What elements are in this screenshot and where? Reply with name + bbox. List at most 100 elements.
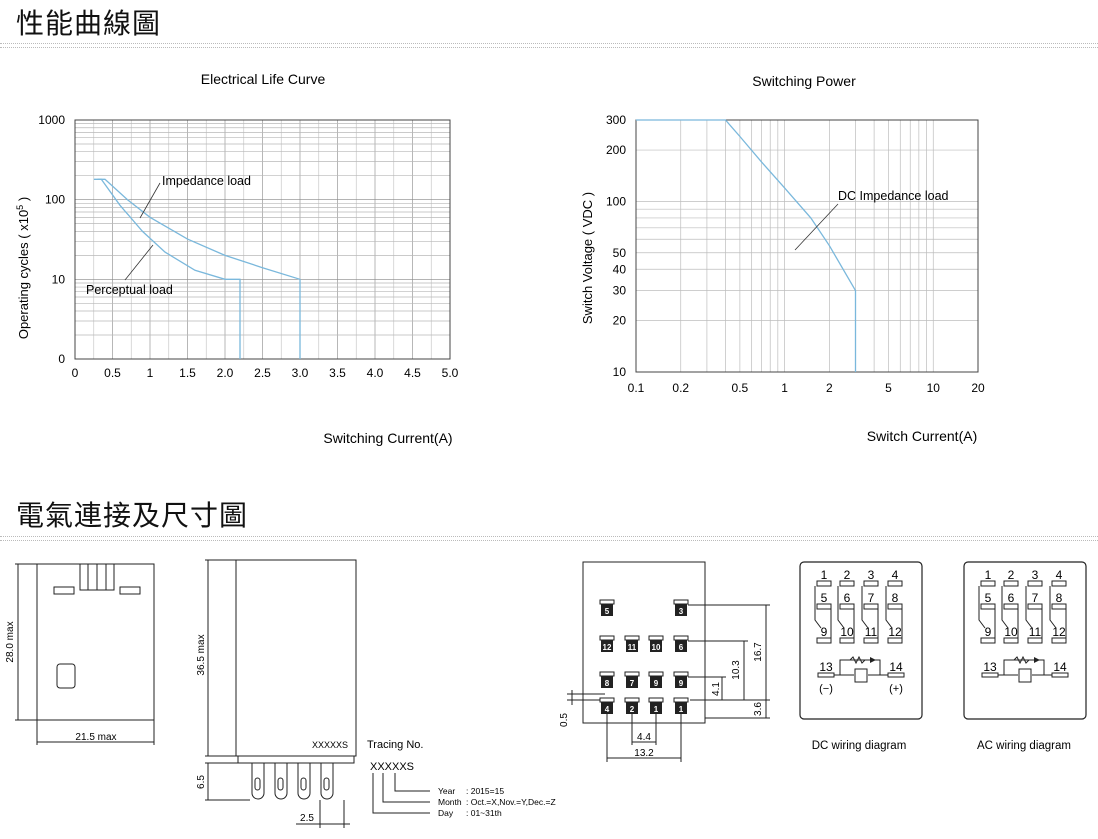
chart-grid bbox=[635, 119, 979, 373]
svg-text:11: 11 bbox=[628, 643, 637, 652]
socket-pin: 5 bbox=[599, 599, 615, 616]
series-line-perceptual-load bbox=[93, 178, 241, 359]
svg-text:Month: Month bbox=[438, 797, 462, 807]
performance-section-divider bbox=[0, 43, 1098, 48]
terminal-nc bbox=[1051, 580, 1067, 587]
socket-pin: 3 bbox=[673, 599, 689, 616]
pin-number: 9 bbox=[985, 625, 992, 639]
x-tick-label: 20 bbox=[971, 381, 985, 395]
terminal-no bbox=[887, 637, 903, 644]
tracing-code: XXXXXS bbox=[370, 761, 414, 773]
svg-text:8: 8 bbox=[605, 679, 610, 688]
polarity-minus: (−) bbox=[819, 683, 833, 695]
side-base bbox=[237, 755, 355, 764]
terminal-nc bbox=[1027, 580, 1043, 587]
dim-16-7: 16.7 bbox=[753, 642, 764, 662]
performance-section-title: 性能曲線圖 bbox=[16, 7, 162, 40]
terminal-com bbox=[980, 603, 996, 610]
pin-number: 2 bbox=[1008, 568, 1015, 582]
coil-pin-number: 13 bbox=[819, 660, 833, 674]
contact-line bbox=[1025, 586, 1033, 629]
terminal-no bbox=[980, 637, 996, 644]
annotation-leader bbox=[124, 244, 154, 281]
y-tick-label: 50 bbox=[613, 246, 627, 260]
x-tick-label: 2.0 bbox=[217, 366, 234, 380]
pin-number: 12 bbox=[888, 625, 902, 639]
coil-symbol bbox=[1018, 668, 1032, 683]
side-pin bbox=[274, 763, 288, 800]
terminal-com bbox=[839, 603, 855, 610]
svg-text:9: 9 bbox=[679, 679, 684, 688]
chart-frame bbox=[74, 119, 451, 360]
side-body bbox=[235, 559, 357, 757]
terminal-nc bbox=[839, 580, 855, 587]
y-tick-label: 20 bbox=[613, 314, 627, 328]
dim-10-3: 10.3 bbox=[731, 660, 742, 680]
y-tick-label: 10 bbox=[52, 272, 66, 286]
indicator-resistor-icon bbox=[849, 655, 866, 665]
x-tick-label: 2 bbox=[826, 381, 833, 395]
pin-number: 4 bbox=[892, 568, 899, 582]
x-tick-label: 4.5 bbox=[404, 366, 421, 380]
socket-pin: 2 bbox=[624, 697, 640, 714]
pin-number: 4 bbox=[1056, 568, 1063, 582]
dim-4-4: 4.4 bbox=[637, 732, 651, 743]
y-tick-label: 200 bbox=[606, 143, 626, 157]
front-slot-right bbox=[119, 586, 141, 595]
indicator-led-icon bbox=[870, 657, 876, 663]
svg-text:4: 4 bbox=[605, 705, 610, 714]
socket-pin: 12 bbox=[599, 635, 615, 652]
svg-text:5: 5 bbox=[605, 607, 610, 616]
terminal-no bbox=[863, 637, 879, 644]
series-line-impedance-load bbox=[97, 178, 301, 359]
series-line-dc-impedance-load bbox=[636, 119, 857, 372]
annotation-dc-impedance-load: DC Impedance load bbox=[838, 189, 949, 203]
terminal-nc bbox=[1003, 580, 1019, 587]
plot-border bbox=[635, 119, 979, 373]
x-tick-label: 0 bbox=[72, 366, 79, 380]
svg-text:Day: Day bbox=[438, 808, 454, 818]
x-axis-label: Switching Current(A) bbox=[323, 430, 452, 446]
series-lines bbox=[93, 178, 301, 359]
x-tick-label: 0.1 bbox=[628, 381, 645, 395]
pin-number: 8 bbox=[1056, 591, 1063, 605]
side-height-dim: 36.5 max bbox=[196, 634, 207, 675]
y-tick-label: 30 bbox=[613, 284, 627, 298]
x-tick-label: 3.0 bbox=[292, 366, 309, 380]
svg-text:Year: Year bbox=[438, 786, 455, 796]
dim-13-2: 13.2 bbox=[634, 748, 654, 759]
chart-title: Electrical Life Curve bbox=[201, 71, 326, 87]
pin-number: 12 bbox=[1052, 625, 1066, 639]
contact-line bbox=[861, 586, 869, 629]
y-tick-label: 100 bbox=[45, 193, 65, 207]
socket-pin: 7 bbox=[624, 671, 640, 688]
wiring-frame bbox=[963, 561, 1087, 720]
dimensions-section-title: 電氣連接及尺寸圖 bbox=[16, 499, 249, 532]
pin-number: 6 bbox=[1008, 591, 1015, 605]
terminal-nc bbox=[980, 580, 996, 587]
terminal-com bbox=[887, 603, 903, 610]
socket-pin: 9 bbox=[673, 671, 689, 688]
terminal-no bbox=[1051, 637, 1067, 644]
polarity-plus: (+) bbox=[889, 683, 903, 695]
x-tick-label: 0.5 bbox=[104, 366, 121, 380]
dim-4-1: 4.1 bbox=[711, 682, 722, 696]
pin-number: 8 bbox=[892, 591, 899, 605]
terminal-com bbox=[863, 603, 879, 610]
ac-wiring-caption: AC wiring diagram bbox=[977, 740, 1071, 752]
y-tick-label: 0 bbox=[58, 352, 65, 366]
y-axis-label: Switch Voltage ( VDC ) bbox=[580, 192, 595, 324]
terminal-no bbox=[1027, 637, 1043, 644]
contact-line bbox=[814, 586, 822, 629]
contact-line bbox=[1049, 586, 1057, 629]
pin-number: 9 bbox=[821, 625, 828, 639]
front-height-dim: 28.0 max bbox=[5, 621, 16, 662]
x-tick-label: 3.5 bbox=[329, 366, 346, 380]
terminal-no bbox=[839, 637, 855, 644]
socket-pin: 8 bbox=[599, 671, 615, 688]
terminal-nc bbox=[887, 580, 903, 587]
contact-line bbox=[837, 586, 845, 629]
